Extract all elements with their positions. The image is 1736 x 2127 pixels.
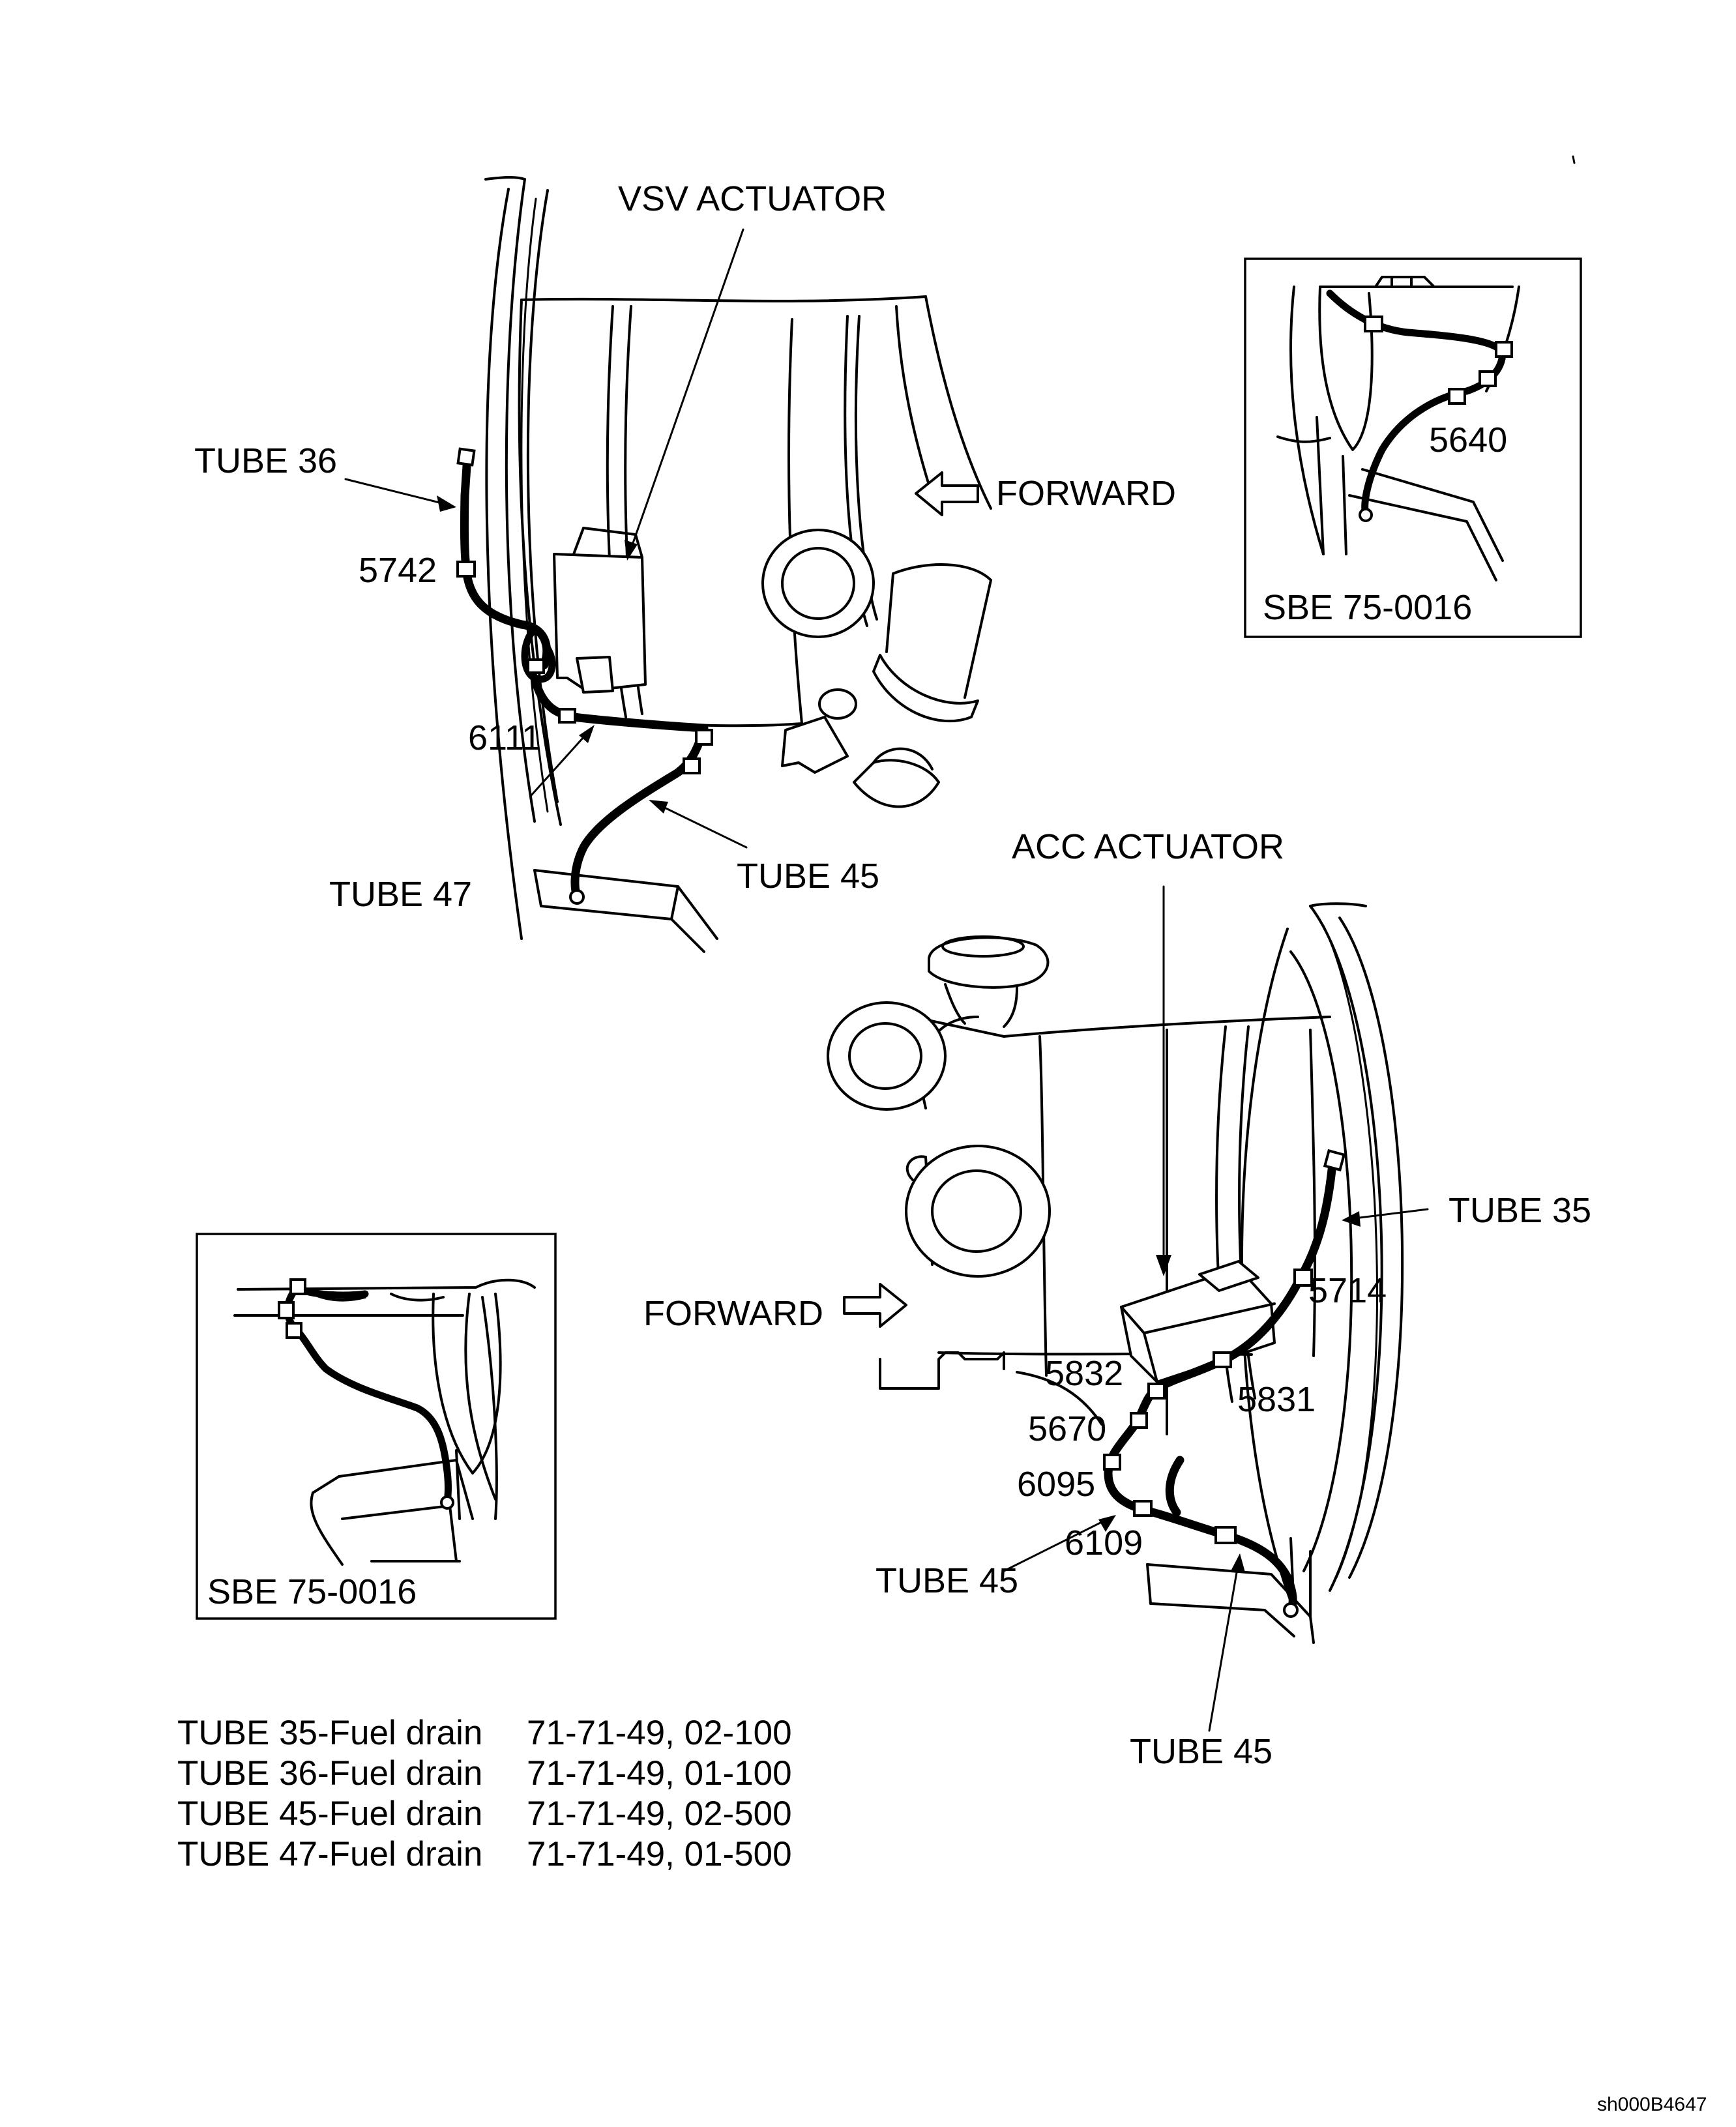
tube-35-label: TUBE 35 [1449,1191,1591,1230]
legend-tube-47: TUBE 47-Fuel drain [177,1835,482,1873]
tube-36-label: TUBE 36 [194,441,337,480]
part-6111-label: 6111 [468,718,541,757]
acc-actuator-view [827,885,1429,1732]
part-5832-label: 5832 [1045,1354,1123,1393]
legend-tube-45: TUBE 45-Fuel drain [177,1795,482,1833]
vsv-actuator-view [344,176,992,953]
legend-ref-35: 71-71-49, 02-100 [527,1714,792,1752]
tube-36 [460,452,552,669]
legend-ref-47: 71-71-49, 01-500 [527,1835,792,1873]
sbe-inset-bottom [196,1233,557,1620]
vsv-valve [781,716,849,774]
tube-45-bottom-label: TUBE 45 [1130,1732,1273,1771]
part-5670-label: 5670 [1028,1409,1106,1448]
forward-arrow-icon [843,1283,907,1328]
tube-35 [1153,1152,1338,1393]
legend-tube-36: TUBE 36-Fuel drain [177,1754,482,1793]
legend-tube-35: TUBE 35-Fuel drain [177,1714,482,1752]
forward-label-top: FORWARD [996,474,1176,513]
sbe-inset-top [1244,257,1582,638]
part-5831-label: 5831 [1237,1380,1316,1419]
forward-label-bottom: FORWARD [643,1294,823,1333]
part-6095-label: 6095 [1017,1465,1095,1504]
sbe-bottom-label: SBE 75-0016 [207,1572,417,1611]
part-5640-label: 5640 [1429,420,1507,460]
part-5714-label: 5714 [1308,1271,1387,1310]
legend-ref-36: 71-71-49, 01-100 [527,1754,792,1793]
part-5742-label: 5742 [359,551,437,590]
acc-actuator-label: ACC ACTUATOR [1012,827,1284,866]
tube-47-label: TUBE 47 [329,875,472,914]
tube-47 [530,673,709,733]
tube-45-top-label: TUBE 45 [737,857,879,896]
tube-45-inset-bottom [284,1284,452,1506]
tube-legend: TUBE 35-Fuel drain 71-71-49, 02-100 TUBE… [177,1714,792,1873]
vsv-actuator-label: VSV ACTUATOR [618,179,887,218]
part-6109-label: 6109 [1065,1523,1143,1562]
tube-45-inset-top [1326,289,1507,519]
sheet-id: sh000B4647 [1597,2094,1707,2115]
legend-ref-45: 71-71-49, 02-500 [527,1795,792,1833]
forward-arrow-icon [915,471,979,516]
sbe-top-label: SBE 75-0016 [1263,588,1472,627]
tube-45-upper [570,724,709,901]
acc-actuator-body [1120,1267,1276,1383]
tube-45-mid-label: TUBE 45 [875,1561,1018,1600]
